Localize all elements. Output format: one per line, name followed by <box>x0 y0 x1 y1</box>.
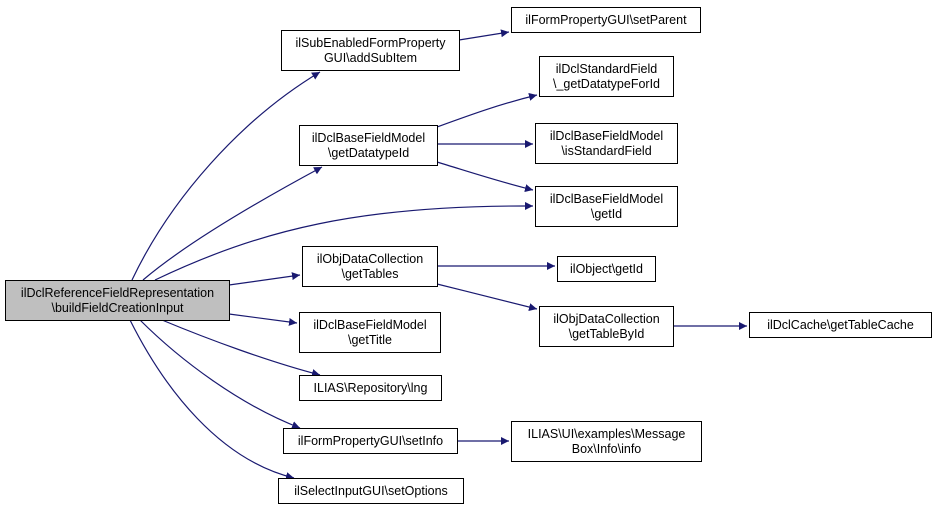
node-label-line: ilDclCache\getTableCache <box>767 317 914 332</box>
node-label-line: Box\Info\info <box>571 441 642 456</box>
node-root-buildFieldCreationInput[interactable]: ilDclReferenceFieldRepresentation \build… <box>5 280 230 321</box>
node-label-line: ilDclBaseFieldModel <box>311 130 426 145</box>
node-label-line: ilDclBaseFieldModel <box>549 191 664 206</box>
node-label-line: ilSelectInputGUI\setOptions <box>294 483 448 498</box>
node-getTables[interactable]: ilObjDataCollection \getTables <box>302 246 438 287</box>
edge-root-to-addSubItem <box>131 71 321 281</box>
node-label-line: ILIAS\UI\examples\Message <box>527 426 686 441</box>
node-messageBoxInfo[interactable]: ILIAS\UI\examples\Message Box\Info\info <box>511 421 702 462</box>
node-label-line: ilObjDataCollection <box>316 251 424 266</box>
node-label-line: \_getDatatypeForId <box>552 76 660 91</box>
edge-root-to-getId <box>154 201 534 281</box>
node-label-line: ILIAS\Repository\lng <box>313 380 428 395</box>
node-label-line: \getDatatypeId <box>327 145 410 160</box>
node-addSubItem[interactable]: ilSubEnabledFormProperty GUI\addSubItem <box>281 30 460 71</box>
node-label-line: ilDclBaseFieldModel <box>549 128 664 143</box>
edge-addSubItem-to-setParent <box>458 29 510 41</box>
edge-getDatatypeId-to-getDatatypeForId <box>436 93 538 128</box>
node-label-line: \getTitle <box>347 332 392 347</box>
edge-getTables-to-getTableById <box>436 283 538 311</box>
edge-root-to-getTables <box>228 272 301 286</box>
node-label-line: \isStandardField <box>561 143 652 158</box>
edge-root-to-getTitle <box>228 313 298 326</box>
node-objGetId[interactable]: ilObject\getId <box>557 256 656 282</box>
node-getTableById[interactable]: ilObjDataCollection \getTableById <box>539 306 674 347</box>
node-setInfo[interactable]: ilFormPropertyGUI\setInfo <box>283 428 458 454</box>
node-label-line: ilObject\getId <box>570 261 643 276</box>
node-label-line: \buildFieldCreationInput <box>51 300 184 315</box>
node-label-line: ilDclBaseFieldModel <box>313 317 427 332</box>
node-getTableCache[interactable]: ilDclCache\getTableCache <box>749 312 932 338</box>
node-label-line: ilFormPropertyGUI\setInfo <box>297 433 444 448</box>
edge-getDatatypeId-to-getId <box>436 161 534 193</box>
node-getDatatypeId[interactable]: ilDclBaseFieldModel \getDatatypeId <box>299 125 438 166</box>
node-setParent[interactable]: ilFormPropertyGUI\setParent <box>511 7 701 33</box>
node-getTitle[interactable]: ilDclBaseFieldModel \getTitle <box>299 312 441 353</box>
node-label-line: GUI\addSubItem <box>323 50 418 65</box>
node-setOptions[interactable]: ilSelectInputGUI\setOptions <box>278 478 464 504</box>
edge-root-to-setInfo <box>139 319 301 429</box>
node-label-line: ilObjDataCollection <box>553 311 660 326</box>
node-label-line: \getTableById <box>568 326 645 341</box>
node-getDatatypeForId[interactable]: ilDclStandardField \_getDatatypeForId <box>539 56 674 97</box>
node-getId[interactable]: ilDclBaseFieldModel \getId <box>535 186 678 227</box>
node-label-line: ilFormPropertyGUI\setParent <box>525 12 687 27</box>
edge-root-to-getDatatypeId <box>142 166 323 281</box>
edge-root-to-setOptions <box>129 319 295 480</box>
node-isStandardField[interactable]: ilDclBaseFieldModel \isStandardField <box>535 123 678 164</box>
node-lng[interactable]: ILIAS\Repository\lng <box>299 375 442 401</box>
node-label-line: \getTables <box>341 266 399 281</box>
node-label-line: ilDclReferenceFieldRepresentation <box>20 285 215 300</box>
node-label-line: ilSubEnabledFormProperty <box>295 35 446 50</box>
node-label-line: ilDclStandardField <box>555 61 658 76</box>
edge-root-to-lng <box>161 319 321 377</box>
node-label-line: \getId <box>590 206 623 221</box>
